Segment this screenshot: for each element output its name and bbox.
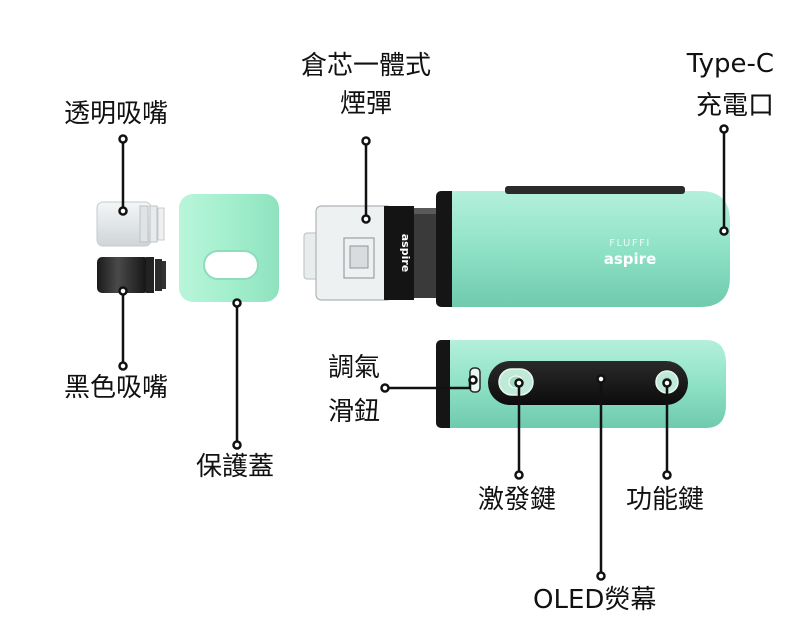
label-clear-drip-tip: 透明吸嘴 xyxy=(64,99,169,129)
label-typec-line1: Type-C xyxy=(686,49,774,79)
battery-body-front: FLUFFI aspire xyxy=(436,186,730,307)
device-brand-text: aspire xyxy=(604,250,657,268)
label-fire-button: 激發鍵 xyxy=(478,485,557,515)
label-pod-line1: 倉芯一體式 xyxy=(300,51,431,81)
protective-cover xyxy=(179,194,279,302)
label-function-button: 功能鍵 xyxy=(626,485,705,515)
battery-body-screen-side xyxy=(436,340,726,428)
clear-drip-tip xyxy=(96,201,165,247)
label-pod-line2: 煙彈 xyxy=(339,89,392,119)
label-airflow-line1: 調氣 xyxy=(328,353,381,383)
label-typec-line2: 充電口 xyxy=(695,91,774,121)
pod-brand-text: aspire xyxy=(399,234,412,273)
pod-cartridge: aspire xyxy=(303,205,436,301)
device-model-text: FLUFFI xyxy=(609,238,651,249)
label-oled-screen: OLED熒幕 xyxy=(533,585,657,615)
label-protective-cover: 保護蓋 xyxy=(196,452,275,482)
label-airflow-line2: 滑鈕 xyxy=(328,397,381,427)
leader-lines xyxy=(118,124,729,581)
black-drip-tip xyxy=(97,257,166,293)
label-black-drip-tip: 黑色吸嘴 xyxy=(64,373,169,403)
